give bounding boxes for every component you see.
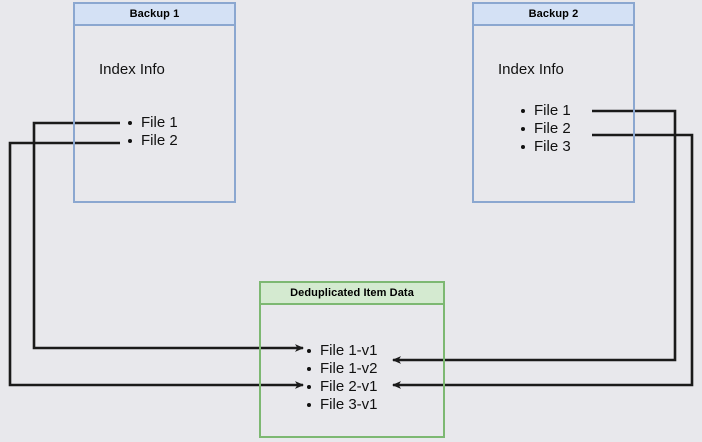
backup-2-index-label: Index Info — [498, 61, 564, 78]
backup-1-box[interactable]: Backup 1 Index Info File 1 File 2 — [73, 2, 236, 203]
list-item[interactable]: File 2 — [520, 120, 571, 138]
deduplicated-item-data-box[interactable]: Deduplicated Item Data File 1-v1 File 1-… — [259, 281, 445, 438]
list-item[interactable]: File 3-v1 — [306, 396, 378, 414]
list-item[interactable]: File 2-v1 — [306, 378, 378, 396]
dedup-item-list: File 1-v1 File 1-v2 File 2-v1 File 3-v1 — [306, 342, 378, 414]
backup-2-file-list: File 1 File 2 File 3 — [520, 102, 571, 156]
backup-2-title: Backup 2 — [474, 4, 633, 26]
backup-1-file-list: File 1 File 2 — [127, 114, 178, 150]
dedup-title: Deduplicated Item Data — [261, 283, 443, 305]
backup-1-body: Index Info File 1 File 2 — [75, 26, 234, 201]
backup-2-box[interactable]: Backup 2 Index Info File 1 File 2 File 3 — [472, 2, 635, 203]
dedup-body: File 1-v1 File 1-v2 File 2-v1 File 3-v1 — [261, 305, 443, 436]
list-item[interactable]: File 2 — [127, 132, 178, 150]
list-item[interactable]: File 1 — [520, 102, 571, 120]
backup-1-title: Backup 1 — [75, 4, 234, 26]
list-item[interactable]: File 3 — [520, 138, 571, 156]
list-item[interactable]: File 1-v2 — [306, 360, 378, 378]
list-item[interactable]: File 1-v1 — [306, 342, 378, 360]
backup-1-index-label: Index Info — [99, 61, 165, 78]
list-item[interactable]: File 1 — [127, 114, 178, 132]
backup-2-body: Index Info File 1 File 2 File 3 — [474, 26, 633, 201]
